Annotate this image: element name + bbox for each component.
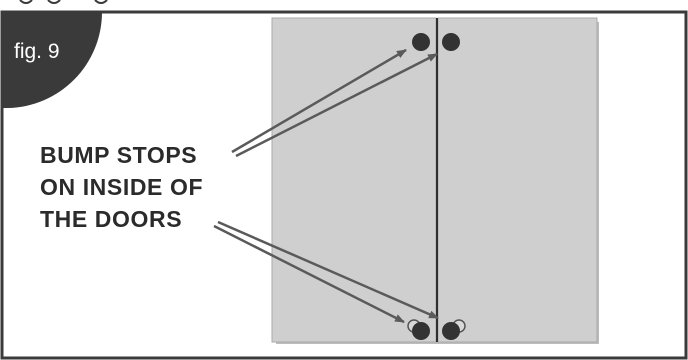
figure-frame (0, 10, 688, 360)
bump-stop-top-left (412, 33, 430, 51)
arrow-to-bottom-left-stop (213, 224, 405, 324)
bump-stop-top-right (442, 33, 460, 51)
arrow-to-top-left-stop (231, 48, 407, 154)
bump-stops (407, 33, 466, 340)
right-door (437, 17, 598, 343)
callout-line-3: THE DOORS (40, 206, 182, 232)
bump-stop-bottom-left (412, 322, 430, 340)
bump-stop-bottom-right (442, 322, 460, 340)
figure-label-tab: fig. 9 (2, 12, 102, 108)
left-door (271, 17, 437, 343)
figure-label: fig. 9 (14, 40, 60, 63)
callout-text: BUMP STOPS ON INSIDE OF THE DOORS (40, 142, 203, 232)
callout-arrows (213, 48, 439, 324)
top-edge-artifact (0, 0, 688, 6)
callout-line-2: ON INSIDE OF (40, 174, 203, 200)
cabinet-doors (271, 17, 599, 344)
arrow-to-bottom-right-stop (217, 220, 439, 320)
arrow-to-top-right-stop (235, 52, 438, 158)
callout-line-1: BUMP STOPS (40, 142, 197, 168)
